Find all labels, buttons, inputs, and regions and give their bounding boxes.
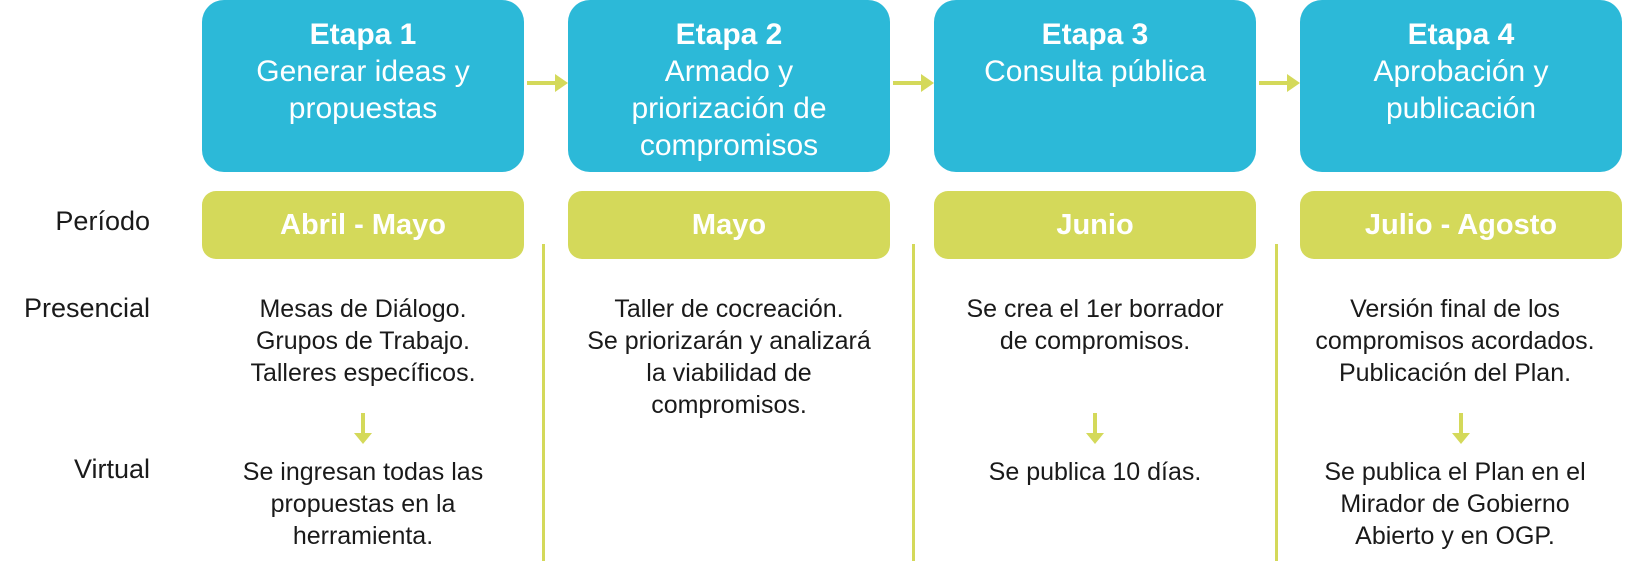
column-divider-3 xyxy=(1275,244,1278,561)
stage-2-presencial: Taller de cocreación. Se priorizarán y a… xyxy=(587,295,871,419)
stage-3-period: Junio xyxy=(934,191,1256,259)
stage-1-period: Abril - Mayo xyxy=(202,191,524,259)
stage-3-down-arrow-icon xyxy=(1086,413,1104,444)
arrow-stage-1-to-2-icon xyxy=(527,74,568,92)
stage-4-period: Julio - Agosto xyxy=(1300,191,1622,259)
stage-4-presencial: Versión final de los compromisos acordad… xyxy=(1315,295,1595,387)
column-divider-1 xyxy=(542,244,545,561)
stage-2-box: Etapa 2 Armado y priorización de comprom… xyxy=(568,0,890,172)
stage-4-title: Etapa 4 xyxy=(1407,18,1515,51)
stage-2-subtitle: Armado y priorización de compromisos xyxy=(631,55,827,162)
stage-3-subtitle: Consulta pública xyxy=(984,55,1206,88)
stage-3-box: Etapa 3 Consulta pública xyxy=(934,0,1256,172)
stage-4-subtitle: Aprobación y publicación xyxy=(1373,55,1549,125)
stage-4-box: Etapa 4 Aprobación y publicación xyxy=(1300,0,1622,172)
stage-2-period: Mayo xyxy=(568,191,890,259)
stage-2-title: Etapa 2 xyxy=(675,18,783,51)
arrow-stage-2-to-3-icon xyxy=(893,74,934,92)
stage-3-title: Etapa 3 xyxy=(1041,18,1149,51)
stage-3-presencial: Se crea el 1er borrador de compromisos. xyxy=(966,295,1224,355)
stage-3-virtual: Se publica 10 días. xyxy=(988,458,1202,486)
stage-1-virtual: Se ingresan todas las propuestas en la h… xyxy=(242,458,484,550)
arrow-stage-3-to-4-icon xyxy=(1259,74,1300,92)
stage-4-down-arrow-icon xyxy=(1452,413,1470,444)
column-divider-2 xyxy=(912,244,915,561)
stage-1-title: Etapa 1 xyxy=(309,18,417,51)
row-label-virtual: Virtual xyxy=(73,454,150,484)
stage-1-presencial: Mesas de Diálogo. Grupos de Trabajo. Tal… xyxy=(250,295,476,387)
row-label-presencial: Presencial xyxy=(23,293,150,323)
stage-4-virtual: Se publica el Plan en el Mirador de Gobi… xyxy=(1324,458,1586,550)
row-label-period: Período xyxy=(55,206,150,236)
stage-1-subtitle: Generar ideas y propuestas xyxy=(256,55,470,125)
stage-1-box: Etapa 1 Generar ideas y propuestas xyxy=(202,0,524,172)
stage-1-down-arrow-icon xyxy=(354,413,372,444)
